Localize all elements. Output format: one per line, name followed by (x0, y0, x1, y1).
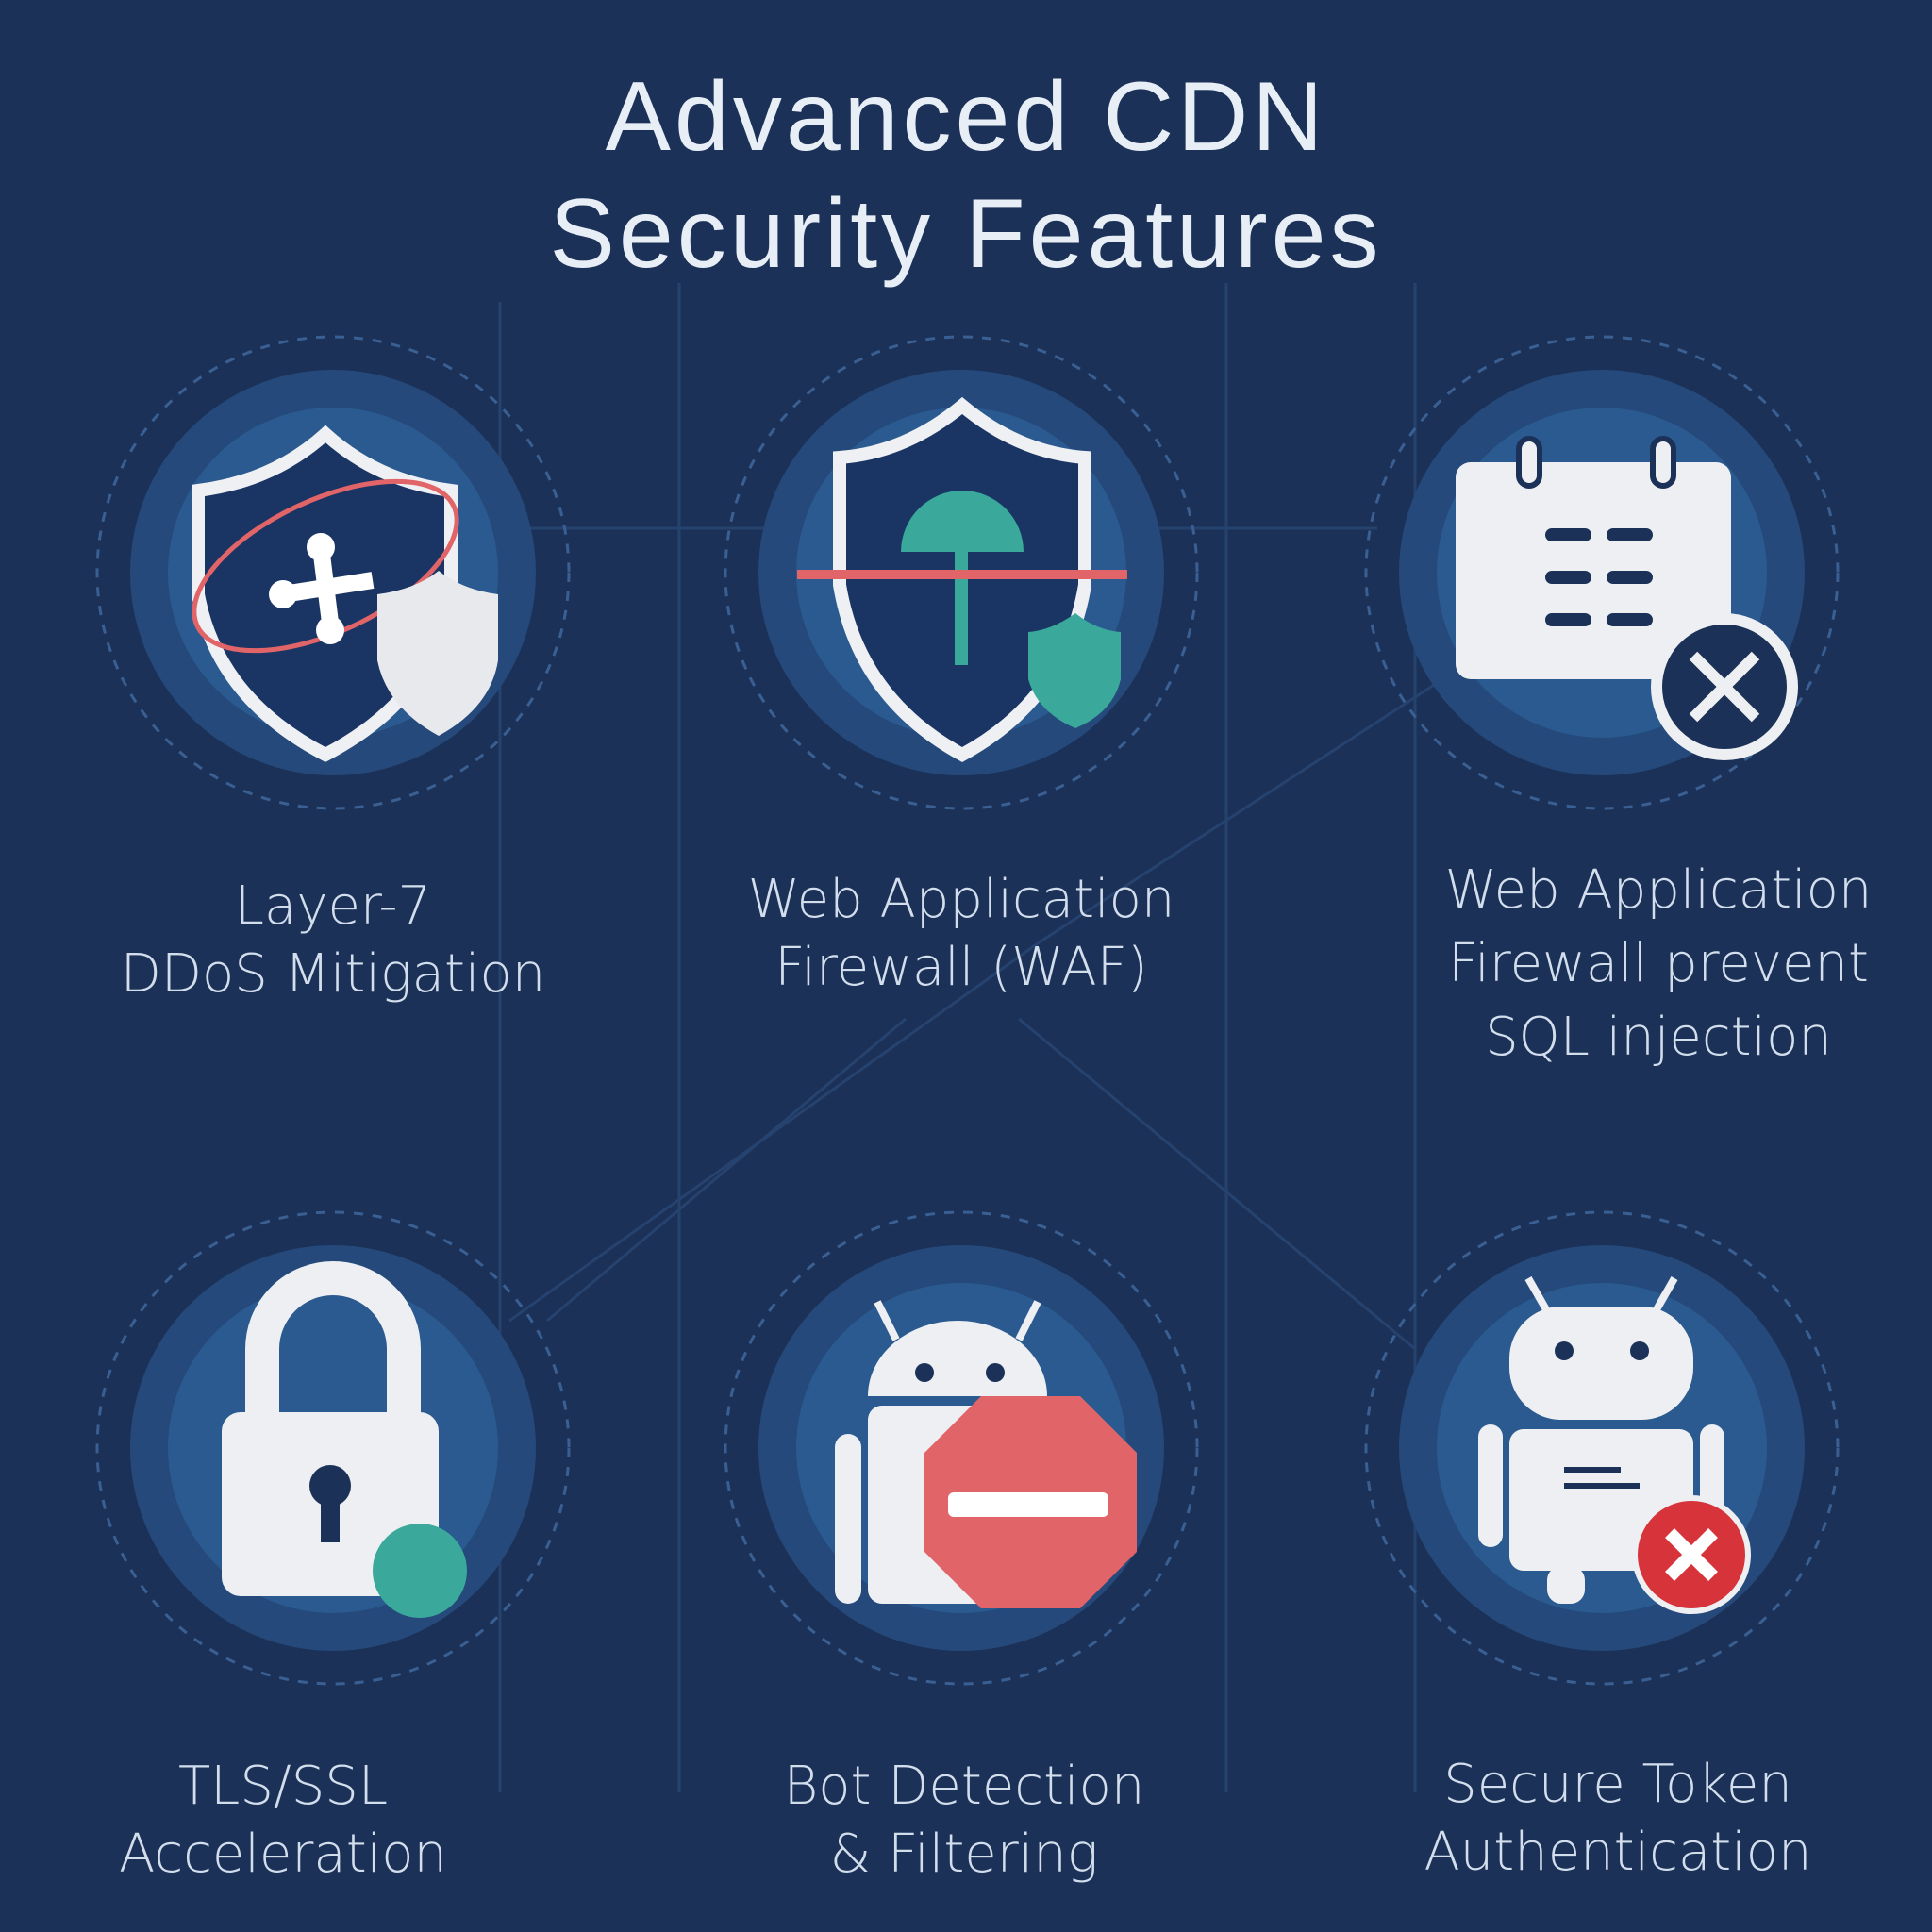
label-line: TLS/SSL (177, 1756, 389, 1817)
label-line: Layer-7 (234, 875, 432, 937)
feature-label-tls: TLS/SSL Acceleration (0, 1753, 566, 1889)
feature-label-ddos: Layer-7 DDoS Mitigation (50, 873, 616, 1008)
label-line: Firewall (WAF) (774, 937, 1148, 998)
icon-backdrop-circle (724, 1210, 1199, 1686)
label-line: DDoS Mitigation (120, 943, 546, 1005)
padlock-icon (222, 1261, 467, 1618)
label-line: Web Application (747, 869, 1175, 930)
icon-backdrop-circle (724, 335, 1199, 810)
calendar-blocked-icon (1456, 436, 1798, 760)
circuit-lines (498, 283, 1473, 1792)
shield-network-icon (192, 425, 498, 762)
label-line: Firewall prevent (1448, 933, 1869, 994)
bot-stop-icon (835, 1300, 1137, 1608)
label-line: Secure Token (1443, 1754, 1792, 1815)
icon-backdrop-circle (95, 335, 571, 810)
feature-label-sql-injection: Web Application Firewall prevent SQL inj… (1375, 854, 1932, 1074)
label-line: Acceleration (119, 1824, 447, 1885)
feature-label-token-auth: Secure Token Authentication (1335, 1751, 1901, 1887)
page-title-line2: Security Features (549, 179, 1383, 289)
feature-label-waf: Web Application Firewall (WAF) (678, 866, 1244, 1002)
feature-label-bot-detection: Bot Detection & Filtering (681, 1753, 1247, 1889)
icon-backdrop-circle (95, 1210, 571, 1686)
icon-backdrop-circle (1364, 335, 1840, 810)
label-line: SQL injection (1485, 1007, 1832, 1068)
label-line: Bot Detection (783, 1756, 1145, 1817)
label-line: Web Application (1444, 859, 1873, 921)
label-line: Authentication (1424, 1822, 1812, 1883)
shield-firewall-icon (797, 396, 1127, 762)
icon-backdrop-circle (1364, 1210, 1840, 1686)
bot-denied-icon (1478, 1276, 1751, 1614)
page-title-line1: Advanced CDN (605, 62, 1327, 172)
label-line: & Filtering (829, 1824, 1099, 1885)
